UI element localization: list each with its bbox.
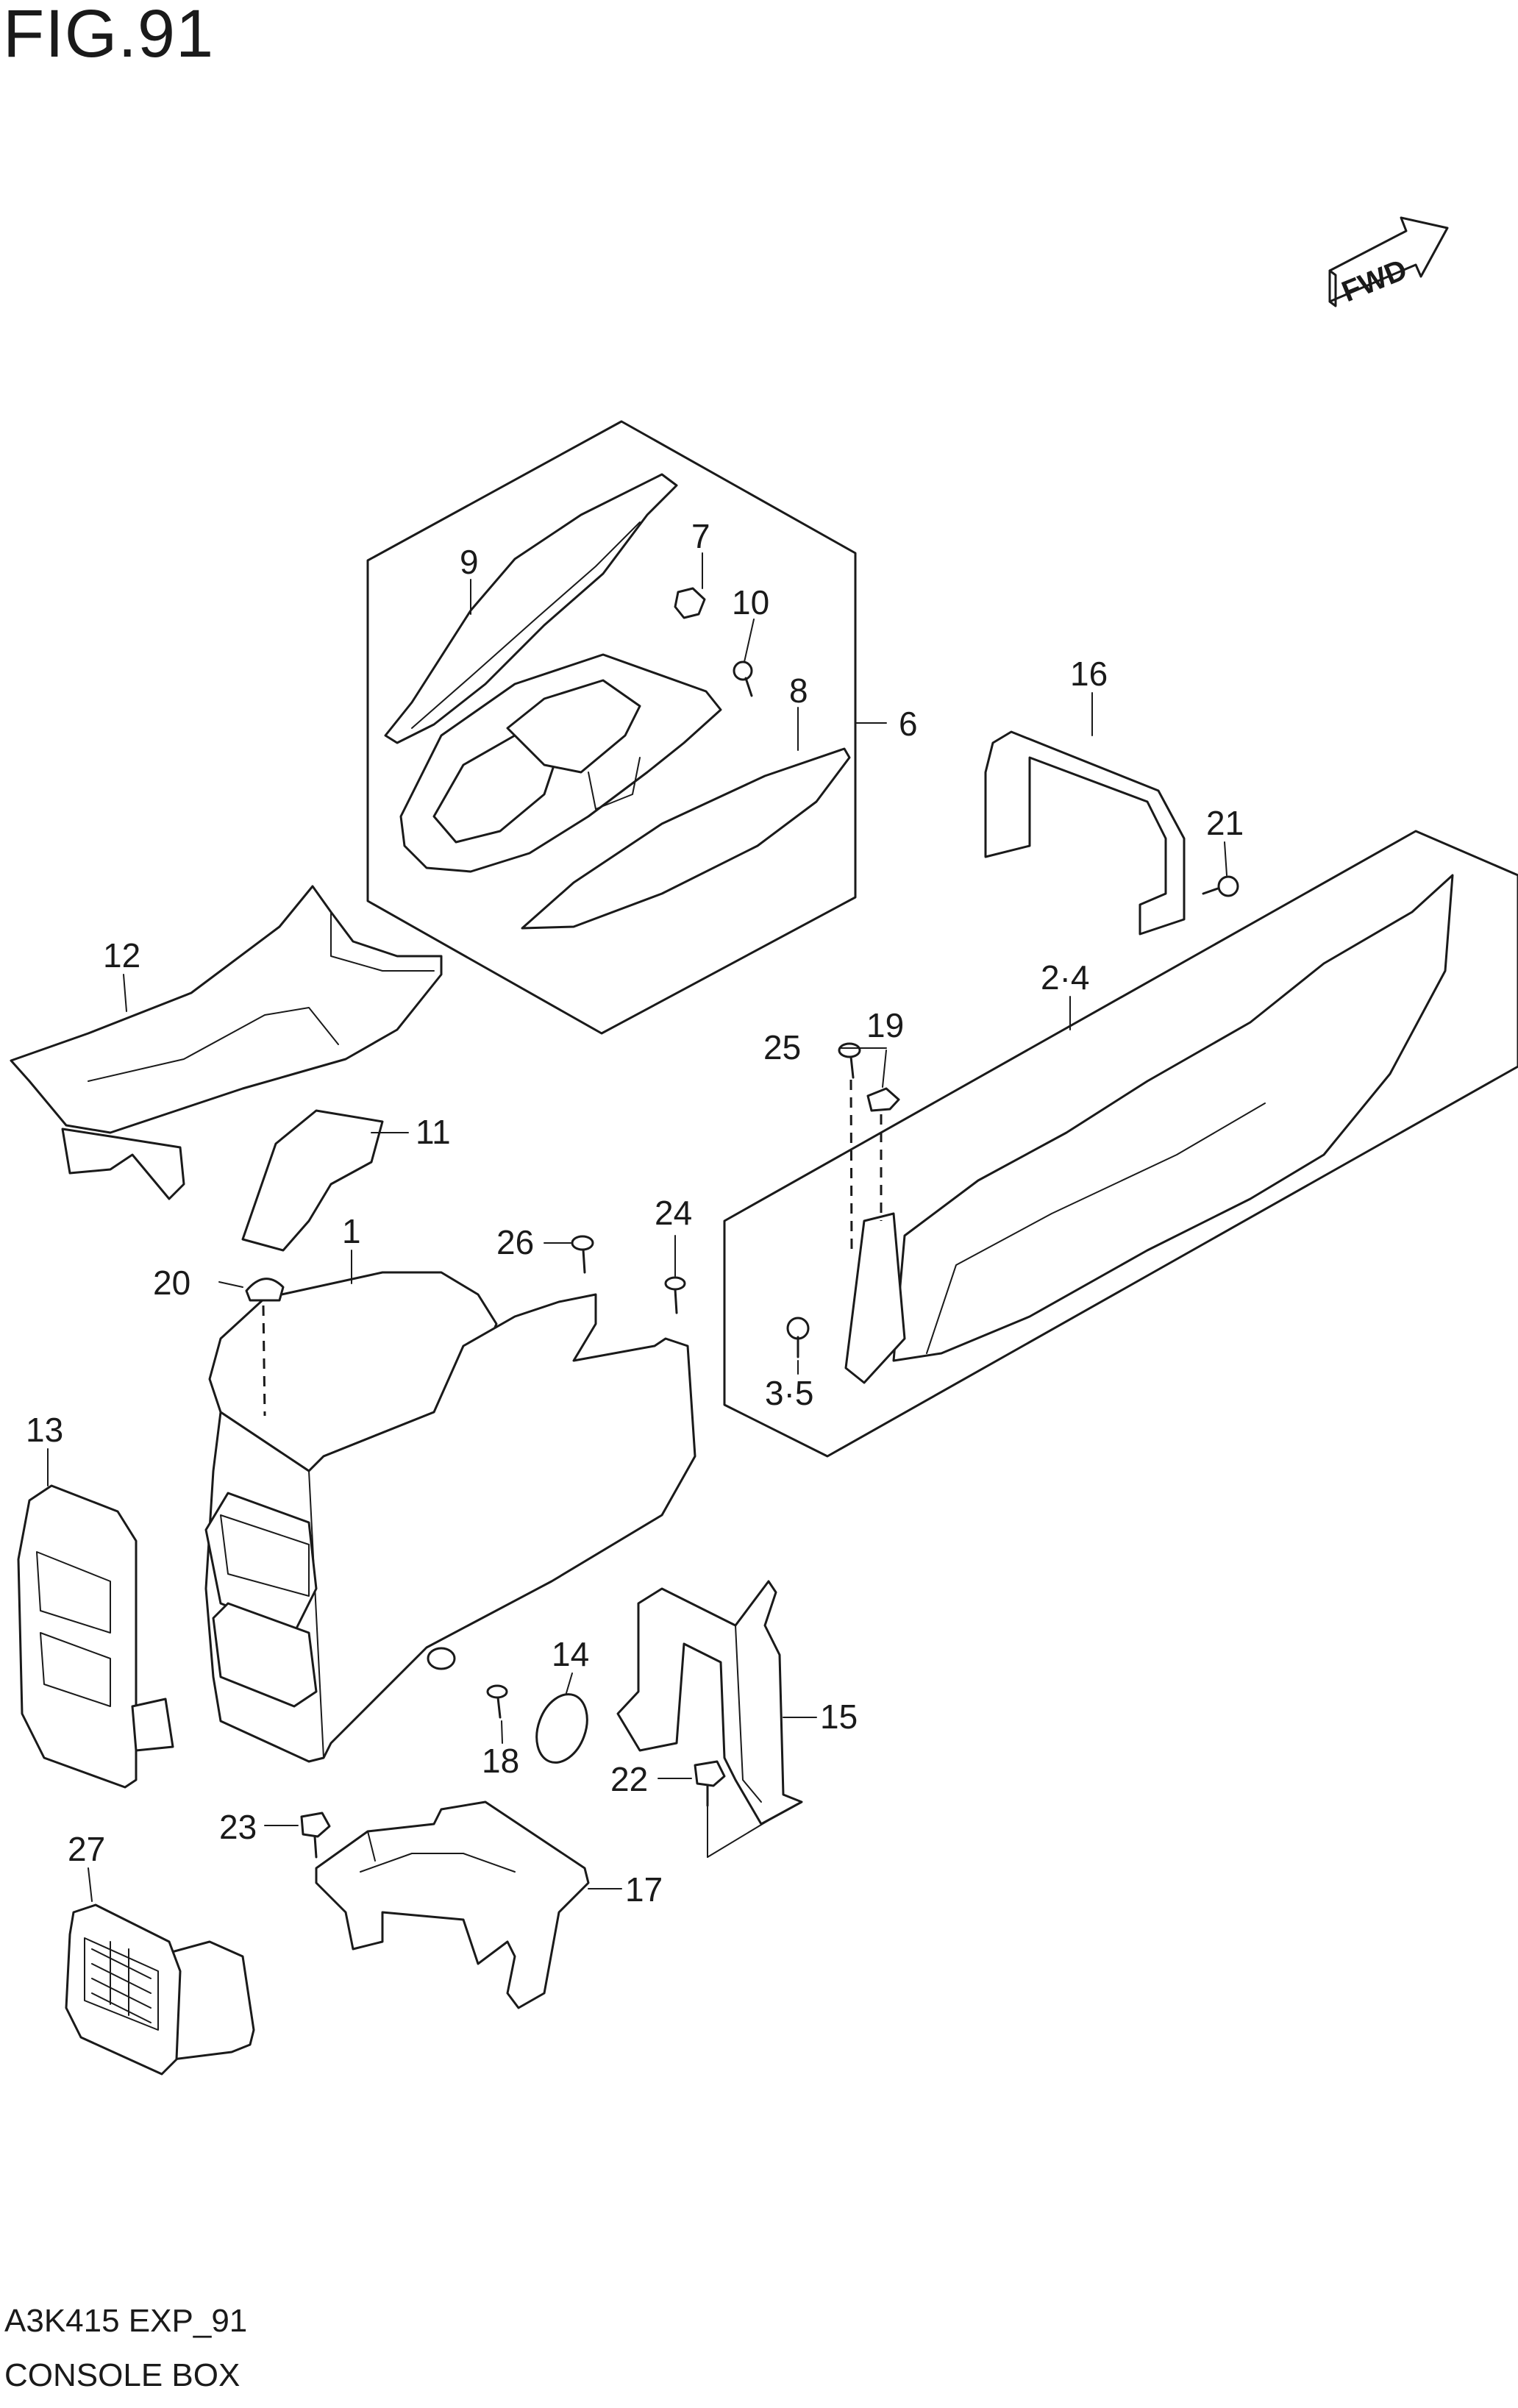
- callout-26: 26: [496, 1223, 534, 1261]
- part-11-cover: [241, 1109, 384, 1252]
- callout-15: 15: [820, 1698, 858, 1736]
- callout-2-4: 2·4: [1041, 958, 1089, 997]
- part-10-screw: [733, 660, 753, 697]
- part-2-4-side-panel: [844, 874, 1454, 1384]
- part-6-shifter-bezel: [399, 653, 722, 873]
- leaders-group-2-4: [797, 692, 1227, 1375]
- callout-6: 6: [899, 705, 918, 743]
- part-18-screw: [486, 1684, 508, 1719]
- leader-27: [88, 1867, 93, 1902]
- callout-19: 19: [866, 1006, 904, 1044]
- callout-20: 20: [153, 1264, 190, 1302]
- part-1-console-box: [204, 1271, 696, 1763]
- part-25-screw: [838, 1042, 861, 1079]
- callout-14: 14: [552, 1635, 589, 1673]
- assembly-group-outline-6: [366, 420, 857, 1035]
- part-26-screw: [571, 1235, 594, 1274]
- part-16-bracket: [984, 730, 1186, 936]
- part-9-trim-strip: [384, 473, 678, 744]
- leaders-group-1: [218, 1235, 676, 1417]
- assembly-group-outline-2-4: [723, 830, 1518, 1458]
- part-13-rear-panel: [17, 1484, 174, 1789]
- callout-18: 18: [482, 1742, 519, 1780]
- part-17-bracket: [315, 1800, 590, 2009]
- part-21-bolt: [1202, 875, 1239, 897]
- leaders-group-6: [470, 552, 887, 751]
- callout-25: 25: [763, 1028, 801, 1066]
- callout-21: 21: [1206, 804, 1244, 842]
- callout-27: 27: [68, 1830, 105, 1868]
- part-27-air-vent: [65, 1903, 255, 2076]
- callout-8: 8: [789, 672, 808, 710]
- callout-22: 22: [610, 1760, 648, 1798]
- part-8-side-panel: [521, 747, 851, 930]
- callout-7: 7: [691, 517, 710, 555]
- part-3-5-screw: [786, 1317, 810, 1358]
- part-12-front-console-upper: [10, 885, 443, 1200]
- callout-16: 16: [1070, 655, 1108, 693]
- part-22-bolt: [694, 1760, 726, 1807]
- part-20-cap: [245, 1278, 285, 1302]
- leaders-group-15: [501, 1673, 817, 1858]
- callout-3-5: 3·5: [765, 1374, 813, 1412]
- fwd-arrow-icon: FWD: [1328, 216, 1449, 308]
- part-19-clip: [866, 1087, 900, 1112]
- callout-1: 1: [342, 1212, 361, 1250]
- callout-13: 13: [26, 1411, 63, 1449]
- callout-12: 12: [103, 936, 140, 975]
- leaders-group-17: [264, 1825, 622, 1889]
- part-7-clip: [674, 587, 706, 619]
- part-24-screw: [664, 1276, 686, 1314]
- part-23-bolt: [300, 1812, 331, 1859]
- callout-17: 17: [625, 1870, 663, 1909]
- callout-10: 10: [732, 583, 769, 621]
- figure-title: FIG.91: [3, 0, 215, 71]
- callout-24: 24: [655, 1194, 692, 1232]
- part-14-grommet: [535, 1693, 588, 1764]
- callout-11: 11: [416, 1113, 451, 1151]
- diagram-name: CONSOLE BOX: [4, 2357, 240, 2393]
- leader-12: [123, 974, 127, 1012]
- callout-23: 23: [219, 1808, 257, 1846]
- diagram-code: A3K415 EXP_91: [4, 2303, 248, 2339]
- callout-9: 9: [460, 543, 479, 581]
